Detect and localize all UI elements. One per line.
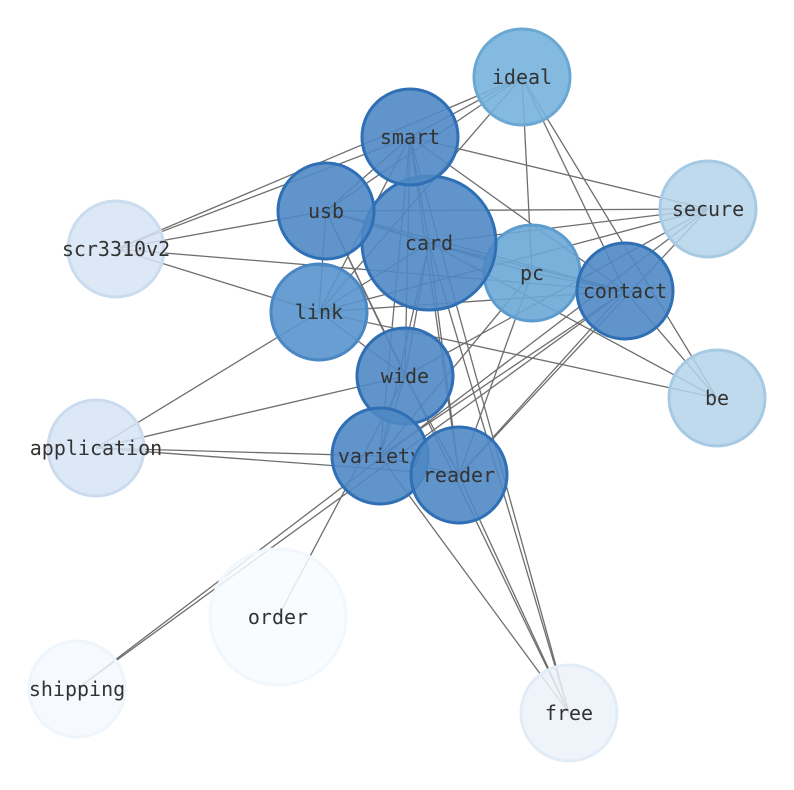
node-application[interactable]: application xyxy=(30,398,162,498)
node-label-variety: variety xyxy=(338,444,422,468)
node-order[interactable]: order xyxy=(208,547,348,687)
nodes-layer: order shipping free application scr3310v2 sec… xyxy=(27,27,767,763)
edge-link-be xyxy=(318,311,718,399)
node-circle-be[interactable] xyxy=(667,348,767,448)
node-label-usb: usb xyxy=(308,199,344,223)
node-label-wide: wide xyxy=(381,364,429,388)
node-label-link: link xyxy=(295,300,343,324)
node-circle-ideal[interactable] xyxy=(472,27,572,127)
node-scr3310v2[interactable]: scr3310v2 xyxy=(62,199,170,299)
node-free[interactable]: free xyxy=(519,663,619,763)
node-label-be: be xyxy=(705,386,729,410)
edge-secure-reader xyxy=(458,208,709,476)
node-wide[interactable]: wide xyxy=(355,326,455,426)
node-pc[interactable]: pc xyxy=(482,223,582,323)
node-smart[interactable]: smart xyxy=(360,87,460,187)
node-label-smart: smart xyxy=(380,125,440,149)
node-label-card: card xyxy=(405,231,453,255)
node-label-scr3310v2: scr3310v2 xyxy=(62,237,170,261)
node-variety[interactable]: variety xyxy=(330,406,430,506)
node-circle-link[interactable] xyxy=(269,262,369,362)
node-label-reader: reader xyxy=(423,463,495,487)
node-shipping[interactable]: shipping xyxy=(27,639,127,739)
node-circle-scr3310v2[interactable] xyxy=(66,199,166,299)
node-ideal[interactable]: ideal xyxy=(472,27,572,127)
node-label-application: application xyxy=(30,436,162,460)
edge-wide-application xyxy=(95,375,406,449)
node-circle-order[interactable] xyxy=(208,547,348,687)
node-circle-reader[interactable] xyxy=(409,425,509,525)
node-usb[interactable]: usb xyxy=(276,161,376,261)
node-label-shipping: shipping xyxy=(29,677,125,701)
edge-scr3310v2-smart xyxy=(115,136,411,250)
node-contact[interactable]: contact xyxy=(575,241,675,341)
node-label-ideal: ideal xyxy=(492,65,552,89)
node-circle-free[interactable] xyxy=(519,663,619,763)
node-circle-secure[interactable] xyxy=(658,159,758,259)
node-label-secure: secure xyxy=(672,197,744,221)
node-circle-usb[interactable] xyxy=(276,161,376,261)
node-label-free: free xyxy=(545,701,593,725)
node-circle-smart[interactable] xyxy=(360,87,460,187)
node-card[interactable]: card xyxy=(360,174,498,312)
edge-variety-free xyxy=(379,455,570,714)
node-circle-application[interactable] xyxy=(46,398,146,498)
node-circle-shipping[interactable] xyxy=(27,639,127,739)
edge-smart-secure xyxy=(409,136,709,210)
node-label-contact: contact xyxy=(583,279,667,303)
edge-ideal-be xyxy=(521,76,718,399)
node-link[interactable]: link xyxy=(269,262,369,362)
node-secure[interactable]: secure xyxy=(658,159,758,259)
node-be[interactable]: be xyxy=(667,348,767,448)
node-label-order: order xyxy=(248,605,308,629)
node-circle-contact[interactable] xyxy=(575,241,675,341)
node-label-pc: pc xyxy=(520,261,544,285)
node-reader[interactable]: reader xyxy=(409,425,509,525)
